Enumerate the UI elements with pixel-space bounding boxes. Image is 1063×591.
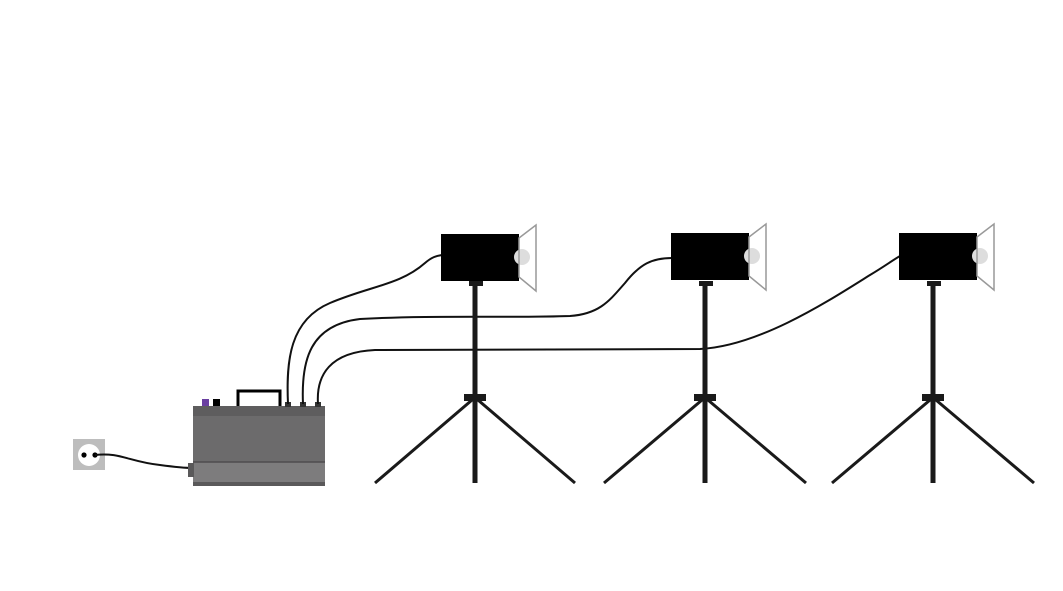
generator-power-pack [188, 389, 325, 486]
pack-output-socket-3 [315, 402, 321, 407]
modeling-lamp-3 [972, 248, 988, 264]
pack-indicator-black [213, 399, 220, 407]
light-stand-2 [603, 281, 807, 485]
flash-head-2 [671, 222, 767, 292]
power-cable [94, 453, 194, 469]
pack-output-socket-2 [300, 402, 306, 407]
pack-handle [236, 389, 282, 406]
modeling-lamp-1 [514, 249, 530, 265]
light-stand-3 [831, 281, 1035, 485]
reflector-2 [748, 222, 767, 292]
pack-indicator-purple [202, 399, 209, 407]
light-stand-1 [374, 281, 576, 485]
modeling-lamp-2 [744, 248, 760, 264]
flash-head-3 [899, 222, 995, 292]
head-cable-2 [301, 257, 673, 405]
head-cable-1 [286, 254, 443, 405]
reflector-3 [976, 222, 995, 292]
pack-output-socket-1 [285, 402, 291, 407]
flash-head-1 [441, 223, 537, 293]
head-cable-3 [316, 255, 901, 405]
reflector-1 [518, 223, 537, 293]
